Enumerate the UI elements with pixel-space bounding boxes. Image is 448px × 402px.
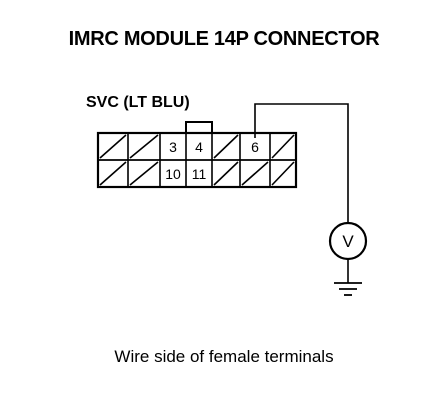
ground-icon [334,282,362,296]
pin-11-label: 11 [192,166,207,182]
pin-6-label: 6 [251,139,259,155]
caption: Wire side of female terminals [114,347,334,366]
column-dividers [127,133,271,187]
diagram-title: IMRC MODULE 14P CONNECTOR [68,28,380,50]
voltmeter-symbol: V [342,232,354,251]
unused-cavity-hatch [99,134,295,186]
wire-color-label: SVC (LT BLU) [86,94,190,111]
pin-10-label: 10 [165,166,181,182]
probe-wire [254,103,349,222]
connector-lock-tab [185,121,213,133]
pin-4-label: 4 [195,139,203,155]
pin-3-label: 3 [169,139,177,155]
